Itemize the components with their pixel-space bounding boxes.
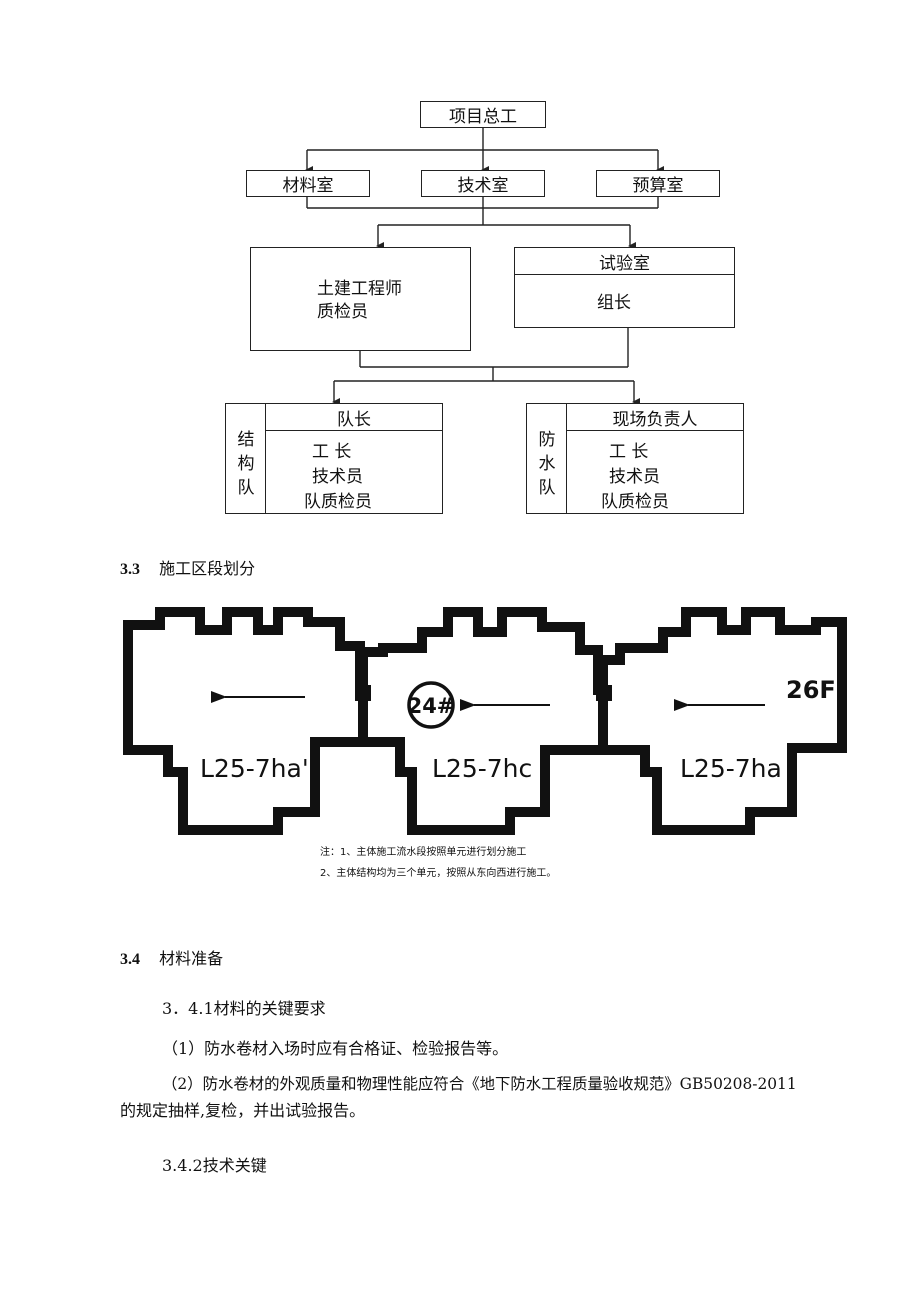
unit-right-label: L25-7ha — [680, 754, 782, 783]
unit-middle-outline — [358, 607, 608, 835]
structure-team-side-label: 结 构 队 — [237, 430, 255, 498]
item-2-line-2: 的规定抽样,复检，并出试验报告。 — [120, 1101, 366, 1120]
structure-team-role-1: 工 长 — [312, 442, 352, 462]
material-room-label: 材料室 — [282, 176, 334, 196]
lab-header: 试验室 — [515, 248, 734, 275]
section-3-3-number: 3.3 — [120, 561, 140, 578]
waterproof-team-header: 现场负责人 — [567, 404, 743, 431]
engineer-label: 土建工程师 — [317, 279, 402, 299]
waterproof-team-role-2: 技术员 — [609, 467, 660, 487]
waterproof-team-role-1: 工 长 — [609, 442, 649, 462]
subsection-3-4-2: 3.4.2技术关键 — [162, 1156, 267, 1175]
waterproof-team-side: 防 水 队 — [527, 404, 567, 513]
section-3-4-title: 材料准备 — [159, 949, 224, 968]
section-3-3-heading: 3.3 施工区段划分 — [120, 555, 255, 579]
structure-team-box: 结 构 队 队长 工 长 技术员 队质检员 — [225, 403, 443, 514]
section-3-3-title: 施工区段划分 — [159, 559, 256, 578]
floors-label: 26F — [786, 676, 836, 704]
waterproof-team-box: 防 水 队 现场负责人 工 长 技术员 队质检员 — [526, 403, 744, 514]
waterproof-team-role-3: 队质检员 — [601, 492, 669, 512]
unit-middle-label: L25-7hc — [432, 754, 532, 783]
item-2-line-1: （2）防水卷材的外观质量和物理性能应符合《地下防水工程质量验收规范》GB5020… — [162, 1075, 797, 1093]
lab-body-label: 组长 — [597, 293, 631, 313]
building-number-circle — [407, 681, 455, 729]
structure-team-leader: 队长 — [337, 409, 371, 430]
plan-note-2: 2、主体结构均为三个单元，按照从东向西进行施工。 — [320, 868, 557, 879]
engineer-box: 土建工程师 质检员 — [250, 247, 471, 351]
tech-room-box: 技术室 — [421, 170, 545, 197]
lab-box: 试验室 组长 — [514, 247, 735, 328]
building-number-label: 24# — [408, 694, 455, 718]
lab-header-label: 试验室 — [599, 253, 650, 274]
unit-right-outline — [598, 607, 847, 835]
structure-team-side: 结 构 队 — [226, 404, 266, 513]
tech-room-label: 技术室 — [457, 176, 509, 196]
plan-note-1: 注：1、主体施工流水段按照单元进行划分施工 — [320, 847, 527, 858]
budget-room-box: 预算室 — [596, 170, 720, 197]
waterproof-team-side-label: 防 水 队 — [538, 430, 556, 498]
waterproof-team-leader: 现场负责人 — [612, 409, 698, 430]
org-chart-connectors — [305, 127, 664, 406]
material-room-box: 材料室 — [246, 170, 370, 197]
unit-left-label: L25-7ha' — [200, 754, 309, 783]
floor-plan: 24# 26F L25-7ha' L25-7hc L25-7ha — [123, 607, 847, 835]
structure-team-header: 队长 — [266, 404, 442, 431]
inspector-label: 质检员 — [317, 302, 368, 322]
structure-team-role-3: 队质检员 — [304, 492, 372, 512]
item-1: （1）防水卷材入场时应有合格证、检验报告等。 — [162, 1039, 509, 1058]
budget-room-label: 预算室 — [632, 176, 684, 196]
unit-left-outline — [123, 607, 368, 835]
section-3-4-heading: 3.4 材料准备 — [120, 945, 223, 969]
subsection-3-4-1: 3．4.1材料的关键要求 — [162, 999, 326, 1018]
top-label: 项目总工 — [449, 107, 517, 127]
structure-team-role-2: 技术员 — [312, 467, 363, 487]
top-box: 项目总工 — [420, 101, 546, 128]
section-3-4-number: 3.4 — [120, 951, 140, 968]
